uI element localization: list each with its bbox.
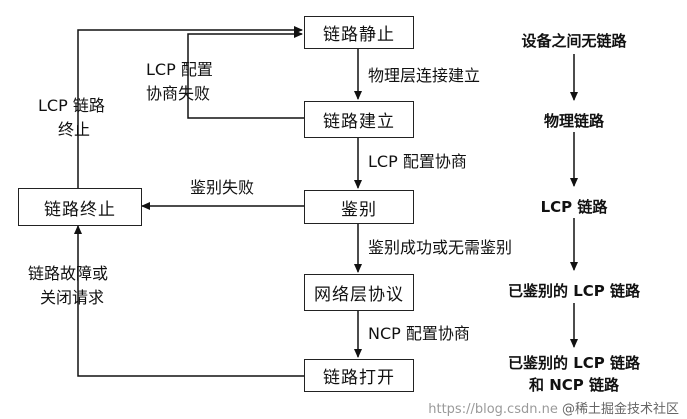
label-link-failure-line1: 链路故障或 — [28, 264, 109, 283]
right-authenticated-lcp-ncp-line1: 已鉴别的 LCP 链路 — [507, 354, 640, 372]
watermark-url: https://blog.csdn.ne — [428, 402, 558, 417]
watermark: https://blog.csdn.ne @稀土掘金技术社区 — [428, 398, 679, 417]
label-lcp-terminate-line1: LCP 链路 — [38, 96, 105, 115]
label-link-failure-line2: 关闭请求 — [40, 288, 105, 307]
right-physical-link: 物理链路 — [543, 112, 604, 130]
label-auth-fail: 鉴别失败 — [190, 178, 255, 197]
right-authenticated-lcp-ncp-line2: 和 NCP 链路 — [528, 376, 619, 394]
arrow-open-to-terminate — [74, 225, 304, 377]
watermark-brand: @稀土掘金技术社区 — [561, 402, 679, 417]
label-lcp-terminate-line2: 终止 — [58, 120, 91, 139]
label-ncp-negotiate: NCP 配置协商 — [368, 324, 470, 343]
arrow-lcp-fail-loop — [187, 30, 304, 119]
label-auth-success: 鉴别成功或无需鉴别 — [368, 238, 513, 257]
state-link-open: 链路打开 — [304, 359, 414, 392]
right-lcp-link: LCP 链路 — [540, 198, 608, 216]
label-physical-up: 物理层连接建立 — [368, 66, 481, 85]
state-link-dead: 链路静止 — [304, 16, 414, 49]
right-authenticated-lcp: 已鉴别的 LCP 链路 — [507, 282, 640, 300]
arrow-terminate-to-dead — [77, 26, 303, 188]
state-authenticate: 鉴别 — [304, 190, 414, 224]
state-link-establish: 链路建立 — [304, 101, 414, 138]
right-no-link: 设备之间无链路 — [521, 32, 627, 50]
label-lcp-fail-line2: 协商失败 — [146, 84, 211, 103]
state-network-protocol: 网络层协议 — [304, 274, 414, 311]
label-lcp-negotiate: LCP 配置协商 — [368, 152, 467, 171]
label-lcp-fail-line1: LCP 配置 — [146, 60, 213, 79]
state-link-terminate: 链路终止 — [18, 188, 142, 226]
